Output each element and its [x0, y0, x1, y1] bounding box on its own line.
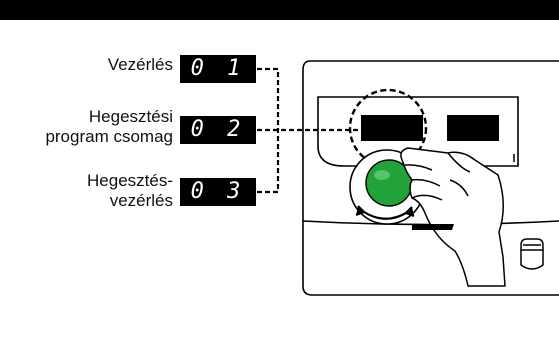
dashed-connector-lines — [257, 67, 360, 194]
setting-code-display-03: 0 3 — [180, 178, 256, 206]
rotate-arrows-icon — [355, 205, 415, 220]
hand-icon — [400, 147, 506, 287]
torch-slot — [412, 224, 454, 230]
display-window-right — [447, 115, 499, 141]
header-bar — [0, 0, 559, 20]
setting-label-hegesztesvezerles: Hegesztés- vezérlés — [87, 171, 173, 210]
setting-label-vezerles: Vezérlés — [107, 55, 173, 74]
display-window-left — [361, 115, 423, 141]
setting-code-display-02: 0 2 — [180, 116, 256, 144]
setting-code-display-01: 0 1 — [180, 55, 256, 83]
setting-label-program-csomag: Hegesztési program csomag — [45, 107, 173, 146]
torch-connector-icon — [520, 238, 544, 270]
